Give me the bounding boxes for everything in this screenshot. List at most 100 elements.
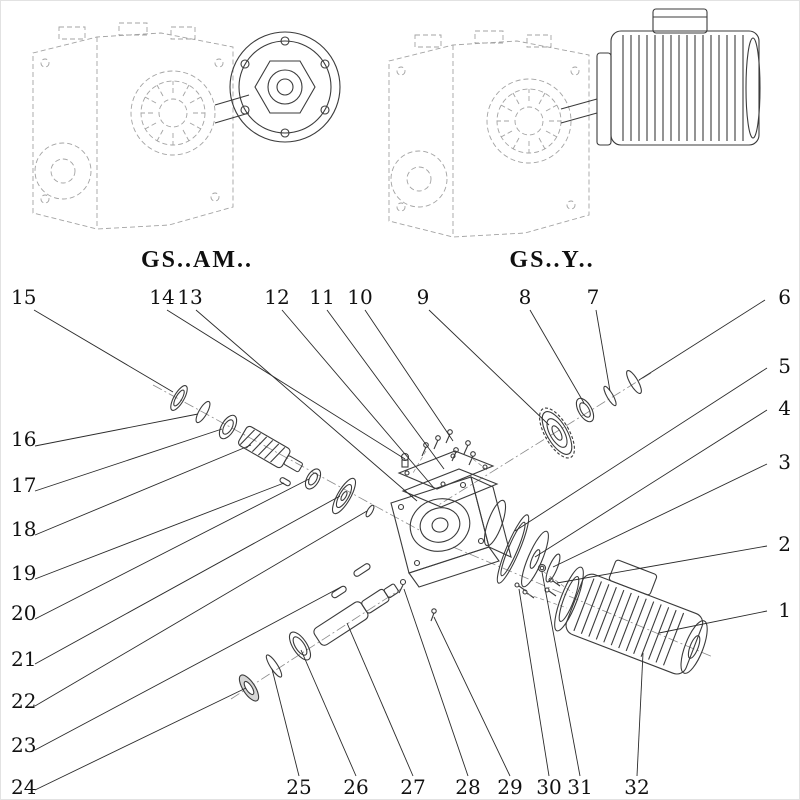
motor-exploded [554, 559, 708, 675]
callout-29: 29 [497, 775, 522, 799]
leader-line-15 [33, 309, 174, 393]
leader-line-24 [34, 687, 247, 791]
gear-axis [436, 372, 652, 507]
leader-line-22 [34, 510, 368, 707]
output-cover [521, 530, 549, 588]
output-shaft [313, 583, 399, 646]
output-gasket-ring [545, 553, 561, 583]
callout-13: 13 [177, 285, 202, 309]
callout-23: 23 [11, 733, 36, 757]
motor [596, 8, 761, 146]
output-bearing [288, 631, 312, 661]
callout-18: 18 [11, 517, 36, 541]
leader-line-2 [556, 545, 768, 584]
gear-housing [390, 476, 512, 588]
output-washer [238, 674, 260, 702]
leader-line-18 [34, 444, 252, 536]
callout-22: 22 [11, 689, 36, 713]
callout-11: 11 [309, 285, 334, 309]
gearbox-am-drawing [32, 22, 341, 230]
leader-line-25 [271, 668, 300, 777]
leader-line-21 [34, 495, 341, 665]
flange-shaft [214, 94, 250, 124]
leader-line-14 [166, 309, 406, 460]
leader-line-23 [34, 586, 342, 751]
leader-line-26 [300, 649, 357, 777]
callout-16: 16 [11, 427, 36, 451]
callout-21: 21 [11, 647, 36, 671]
callout-10: 10 [347, 285, 372, 309]
callout-8: 8 [519, 285, 532, 309]
variant-label-am: GS..AM.. [141, 247, 253, 273]
leader-line-4 [534, 409, 768, 558]
worm-bearing [304, 468, 322, 490]
leader-line-31 [541, 571, 581, 777]
callout-26: 26 [343, 775, 368, 799]
callout-1: 1 [778, 598, 791, 622]
leader-line-27 [346, 622, 414, 777]
leader-line-8 [529, 309, 585, 404]
callout-6: 6 [778, 285, 791, 309]
leader-line-32 [636, 652, 644, 777]
callout-32: 32 [624, 775, 649, 799]
gearbox-y-drawing [388, 8, 761, 238]
callout-19: 19 [11, 561, 36, 585]
input-oil-seal [170, 385, 188, 411]
gear-bearing [575, 397, 595, 423]
leader-line-1 [658, 610, 768, 634]
callout-14: 14 [149, 285, 174, 309]
leader-line-20 [34, 478, 310, 620]
output-cover-ring [496, 514, 530, 584]
shim-disc [331, 477, 357, 515]
callout-20: 20 [11, 601, 36, 625]
callout-3: 3 [778, 450, 791, 474]
cover-gasket [401, 468, 499, 508]
leader-line-17 [34, 428, 223, 492]
oil-plug [537, 563, 547, 573]
small-ring [365, 504, 375, 518]
top-cover [397, 450, 495, 490]
shaft-key-1 [331, 585, 347, 599]
leader-line-16 [34, 413, 199, 447]
variant-label-y: GS..Y.. [509, 247, 595, 273]
output-circlip [265, 654, 283, 678]
callout-31: 31 [567, 775, 592, 799]
leader-line-3 [552, 463, 768, 568]
worm-key [279, 477, 291, 487]
callout-5: 5 [778, 354, 791, 378]
callout-2: 2 [778, 532, 791, 556]
helical-gear [539, 407, 575, 459]
gear-ring [626, 370, 642, 394]
leader-line-5 [514, 367, 768, 532]
leader-line-11 [326, 309, 445, 470]
leader-line-9 [428, 309, 550, 426]
motor-shaft [560, 98, 598, 124]
gear-circlip [603, 385, 617, 407]
callout-4: 4 [778, 396, 791, 420]
drain-screw [430, 608, 437, 622]
leader-line-13 [195, 309, 418, 502]
leader-line-6 [638, 299, 766, 381]
leader-line-7 [595, 309, 611, 392]
input-bearing [218, 414, 238, 440]
worm-shaft [238, 425, 303, 473]
callout-25: 25 [286, 775, 311, 799]
leader-line-29 [433, 616, 511, 777]
breather-plug [400, 452, 410, 468]
callout-24: 24 [11, 775, 36, 799]
exploded-view [152, 370, 714, 702]
callout-30: 30 [536, 775, 561, 799]
leader-line-19 [34, 482, 285, 580]
callout-17: 17 [11, 473, 36, 497]
flange-screws [514, 577, 561, 599]
motor-axis [452, 546, 714, 658]
leader-line-28 [403, 588, 469, 777]
callout-9: 9 [417, 285, 430, 309]
leader-line-10 [364, 309, 454, 442]
input-snap-ring [195, 400, 211, 424]
callout-15: 15 [11, 285, 36, 309]
callout-28: 28 [455, 775, 480, 799]
